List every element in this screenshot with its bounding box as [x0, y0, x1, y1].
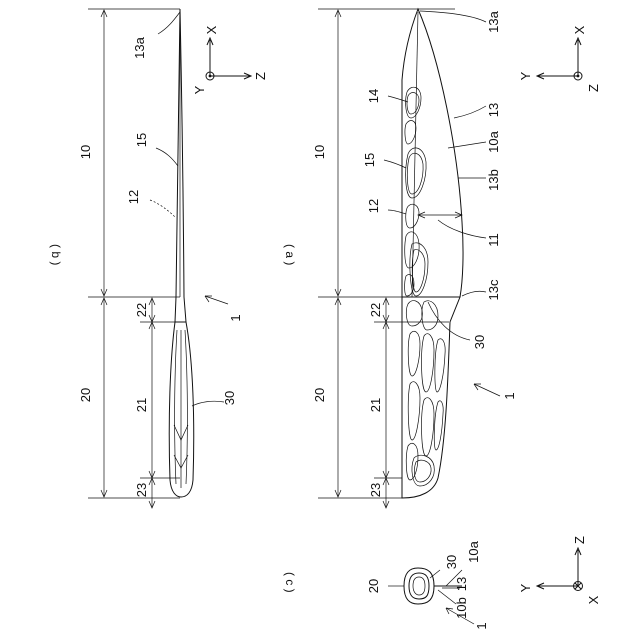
leader-15-b — [156, 148, 178, 166]
dim-a-22-label: 22 — [368, 303, 383, 317]
view-a: ( a ) 10 20 22 21 23 — [283, 9, 601, 508]
label-30-a: 30 — [472, 335, 487, 349]
leader-12-b — [150, 200, 176, 218]
blade-cavities — [405, 87, 428, 296]
axis-x-label-c: X — [586, 595, 601, 604]
dim-10-label: 10 — [78, 145, 93, 159]
label-14-a: 14 — [366, 89, 381, 103]
label-1-c: 1 — [474, 622, 489, 629]
view-c: ( c ) 20 30 10a 13 10b 1 Z Y X — [283, 536, 601, 630]
label-11-a: 11 — [486, 233, 501, 247]
dim-20-label: 20 — [78, 388, 93, 402]
handle-side-inner-lines — [175, 330, 188, 488]
handle-lattice — [406, 301, 445, 486]
blade-front-outline — [402, 9, 463, 297]
axis-z-label-a: Z — [586, 84, 601, 92]
view-a-caption: ( a ) — [283, 244, 297, 265]
label-13-a: 13 — [486, 103, 501, 117]
axis-z-label-b: Z — [253, 72, 268, 80]
axis-triad-a: X Y Z — [518, 25, 601, 92]
label-13c-a: 13c — [486, 279, 501, 300]
axis-x-label-a: X — [572, 25, 587, 34]
axis-y-label-c: Y — [518, 583, 533, 592]
leader-12-a — [388, 210, 406, 214]
axis-y-label-a: Y — [518, 71, 533, 80]
leader-1-b — [205, 296, 228, 304]
dim-21-label: 21 — [134, 398, 149, 412]
dim-a-10-label: 10 — [312, 145, 327, 159]
leader-15-a — [384, 160, 406, 168]
label-15-b: 15 — [134, 133, 149, 147]
leader-30-b — [192, 401, 224, 406]
label-13b-a: 13b — [486, 169, 501, 191]
label-1-b: 1 — [228, 314, 243, 321]
label-1-a: 1 — [502, 392, 517, 399]
leader-30-a — [428, 302, 470, 340]
leader-13-a — [454, 106, 486, 118]
handle-side — [169, 322, 194, 497]
dim-a-23-label: 23 — [368, 483, 383, 497]
label-10a-c: 10a — [466, 540, 481, 562]
axis-y-label-b: Y — [192, 85, 207, 94]
leader-14-a — [388, 96, 408, 102]
view-c-caption: ( c ) — [283, 572, 297, 593]
label-30-b: 30 — [222, 391, 237, 405]
dim-22-label: 22 — [134, 303, 149, 317]
axis-z-label-c: Z — [572, 536, 587, 544]
axis-triad-c: Z Y X — [518, 536, 601, 604]
dim-a-20-label: 20 — [312, 388, 327, 402]
view-b-caption: ( b ) — [49, 244, 63, 265]
axis-x-label-b: X — [204, 25, 219, 34]
label-30-c: 30 — [444, 555, 459, 569]
label-15-a: 15 — [362, 153, 377, 167]
dim-a-21-label: 21 — [368, 398, 383, 412]
label-13a-a: 13a — [486, 10, 501, 32]
label-12-a: 12 — [366, 199, 381, 213]
label-13a-b: 13a — [132, 36, 147, 58]
handle-end-core — [413, 577, 425, 595]
axis-triad-b: X Z Y — [192, 25, 268, 94]
label-20-c: 20 — [366, 579, 381, 593]
label-10b-c: 10b — [454, 597, 469, 619]
view-b: ( b ) 10 20 22 21 23 13a 15 12 — [49, 9, 268, 508]
label-13-c: 13 — [454, 577, 469, 591]
dim-23-label: 23 — [134, 483, 149, 497]
leader-13a-a — [420, 11, 486, 22]
leader-13a-b — [158, 12, 180, 34]
label-12-b: 12 — [126, 190, 141, 204]
leader-13c-a — [462, 291, 486, 296]
blade-side-profile — [175, 9, 186, 322]
label-10a-a: 10a — [486, 130, 501, 152]
